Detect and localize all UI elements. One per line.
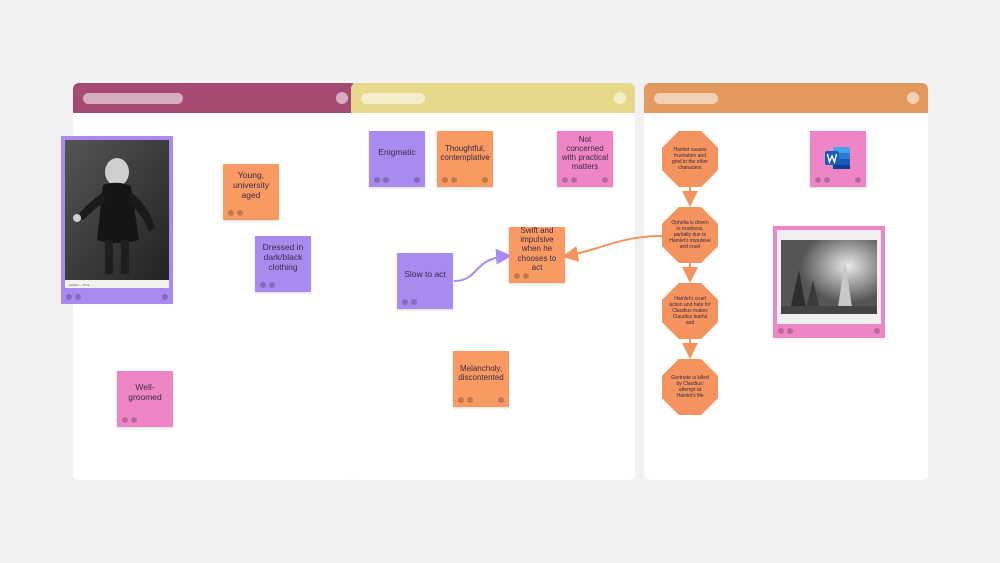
flow-step-2[interactable]: Ophelia is driven to madness, partially … [662, 207, 718, 263]
word-document-icon [824, 145, 852, 171]
board-1-header [73, 83, 357, 113]
sticky-text: Well-groomed [128, 382, 162, 402]
sticky-enigmatic[interactable]: Enigmatic [369, 131, 425, 187]
board-1-menu-dot[interactable] [336, 92, 348, 104]
sticky-dot-right [414, 177, 420, 183]
board-2-menu-dot[interactable] [614, 92, 626, 104]
board-3-menu-dot[interactable] [907, 92, 919, 104]
flow-step-1[interactable]: Hamlet causes frustration and grief in t… [662, 131, 718, 187]
board-3-title-placeholder[interactable] [654, 93, 718, 104]
sticky-dot-right [855, 177, 861, 183]
engraving-image [777, 230, 881, 324]
sticky-dots [402, 299, 417, 305]
sticky-text: Dressed in dark/black clothing [262, 242, 304, 272]
sticky-text: Not concerned with practical matters [561, 134, 609, 172]
sticky-dots [514, 273, 529, 279]
sticky-text: Young, university aged [233, 170, 269, 200]
sticky-swift-impulsive[interactable]: Swift and impulsive when he chooses to a… [509, 226, 565, 283]
engraving-image-card[interactable] [773, 226, 885, 338]
sticky-dots [562, 177, 577, 183]
sticky-dots [260, 282, 275, 288]
sticky-dot-right [482, 177, 488, 183]
sticky-dots [442, 177, 457, 183]
sticky-text: Slow to act [404, 269, 446, 280]
board-2-header [351, 83, 635, 113]
sticky-well-groomed[interactable]: Well-groomed [117, 371, 173, 427]
sticky-text: Swift and impulsive when he chooses to a… [517, 226, 557, 272]
flow-step-text: Ophelia is driven to madness, partially … [669, 220, 711, 250]
sticky-dots [122, 417, 137, 423]
flow-step-3[interactable]: Hamlet's cruel action and hate for Claud… [662, 283, 718, 339]
sticky-dots [815, 177, 830, 183]
board-1-title-placeholder[interactable] [83, 93, 183, 104]
sticky-dot-right [602, 177, 608, 183]
sticky-dots [228, 210, 243, 216]
sticky-young-university-aged[interactable]: Young, university aged [223, 164, 279, 220]
flow-step-text: Hamlet's cruel action and hate for Claud… [669, 296, 711, 326]
sticky-melancholy[interactable]: Melancholy, discontented [453, 351, 509, 407]
flow-step-text: Hamlet causes frustration and grief in t… [671, 147, 709, 171]
sticky-dot-right [498, 397, 504, 403]
hamlet-photo: Hamlet — Phot. ... [65, 140, 169, 288]
board-2-title-placeholder[interactable] [361, 93, 425, 104]
card-dot-right [874, 328, 880, 334]
card-dots [778, 328, 793, 334]
hamlet-photo-card[interactable]: Hamlet — Phot. ... [61, 136, 173, 304]
sticky-thoughtful[interactable]: Thoughtful, contemplative [437, 131, 493, 187]
sticky-text: Melancholy, discontented [458, 363, 504, 382]
sticky-dots [458, 397, 473, 403]
flow-step-text: Gertrude is killed by Claudius' attempt … [671, 375, 709, 399]
sticky-dots [374, 177, 389, 183]
sticky-dressed-dark-clothing[interactable]: Dressed in dark/black clothing [255, 236, 311, 292]
card-dot-right [162, 294, 168, 300]
flow-step-4[interactable]: Gertrude is killed by Claudius' attempt … [662, 359, 718, 415]
sticky-text: Enigmatic [378, 147, 416, 158]
sticky-text: Thoughtful, contemplative [440, 143, 490, 162]
sticky-slow-to-act[interactable]: Slow to act [397, 253, 453, 309]
word-document-card[interactable] [810, 131, 866, 187]
photo-caption: Hamlet — Phot. ... [69, 283, 94, 287]
card-dots [66, 294, 81, 300]
board-3-header [644, 83, 928, 113]
sticky-not-concerned[interactable]: Not concerned with practical matters [557, 131, 613, 187]
